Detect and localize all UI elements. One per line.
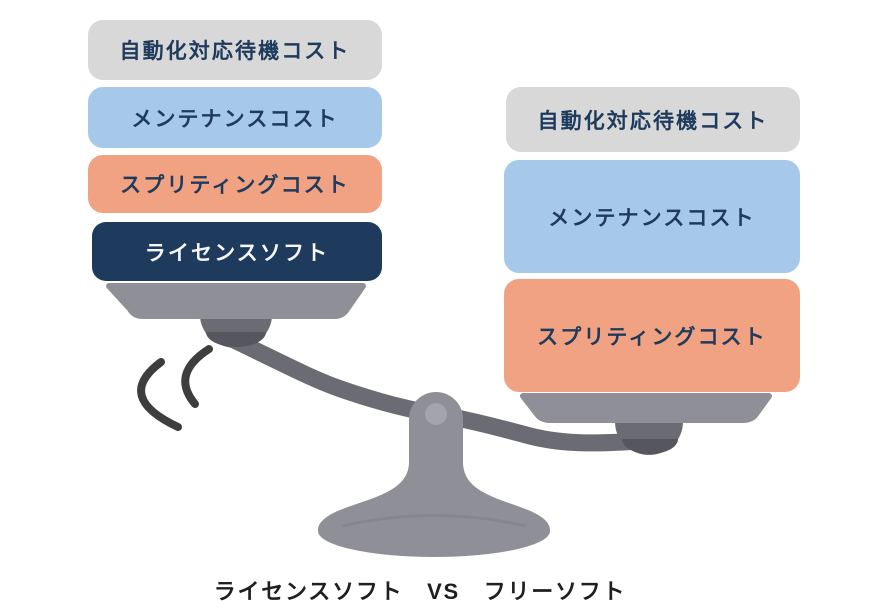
right-pan-knob	[615, 422, 683, 455]
right-pan	[520, 393, 772, 423]
pivot-hole	[425, 403, 447, 425]
motion-lines-icon	[137, 345, 213, 431]
cost-block-standby-right: 自動化対応待機コスト	[506, 87, 800, 152]
cost-block-maintenance-left: メンテナンスコスト	[88, 87, 382, 148]
cost-block-label: メンテナンスコスト	[131, 107, 339, 131]
cost-block-label: ライセンスソフト	[144, 241, 330, 265]
left-pan	[106, 283, 366, 319]
cost-block-splitting-right: スプリティングコスト	[504, 279, 800, 392]
pedestal-ring	[341, 514, 527, 528]
cost-block-label: スプリティングコスト	[120, 174, 350, 197]
cost-block-label: メンテナンスコスト	[548, 206, 756, 230]
caption-title: ライセンスソフト VS フリーソフト	[213, 579, 627, 604]
cost-block-label: 自動化対応待機コスト	[119, 40, 351, 63]
cost-block-maintenance-right: メンテナンスコスト	[504, 160, 800, 273]
cost-block-standby-left: 自動化対応待機コスト	[88, 20, 382, 80]
scale-pedestal	[318, 462, 550, 557]
cost-block-license-software: ライセンスソフト	[92, 222, 382, 281]
left-pan-knob	[200, 315, 272, 348]
cost-block-label: 自動化対応待機コスト	[537, 109, 769, 133]
cost-block-label: スプリティングコスト	[537, 325, 767, 349]
cost-block-splitting-left: スプリティングコスト	[88, 155, 382, 213]
